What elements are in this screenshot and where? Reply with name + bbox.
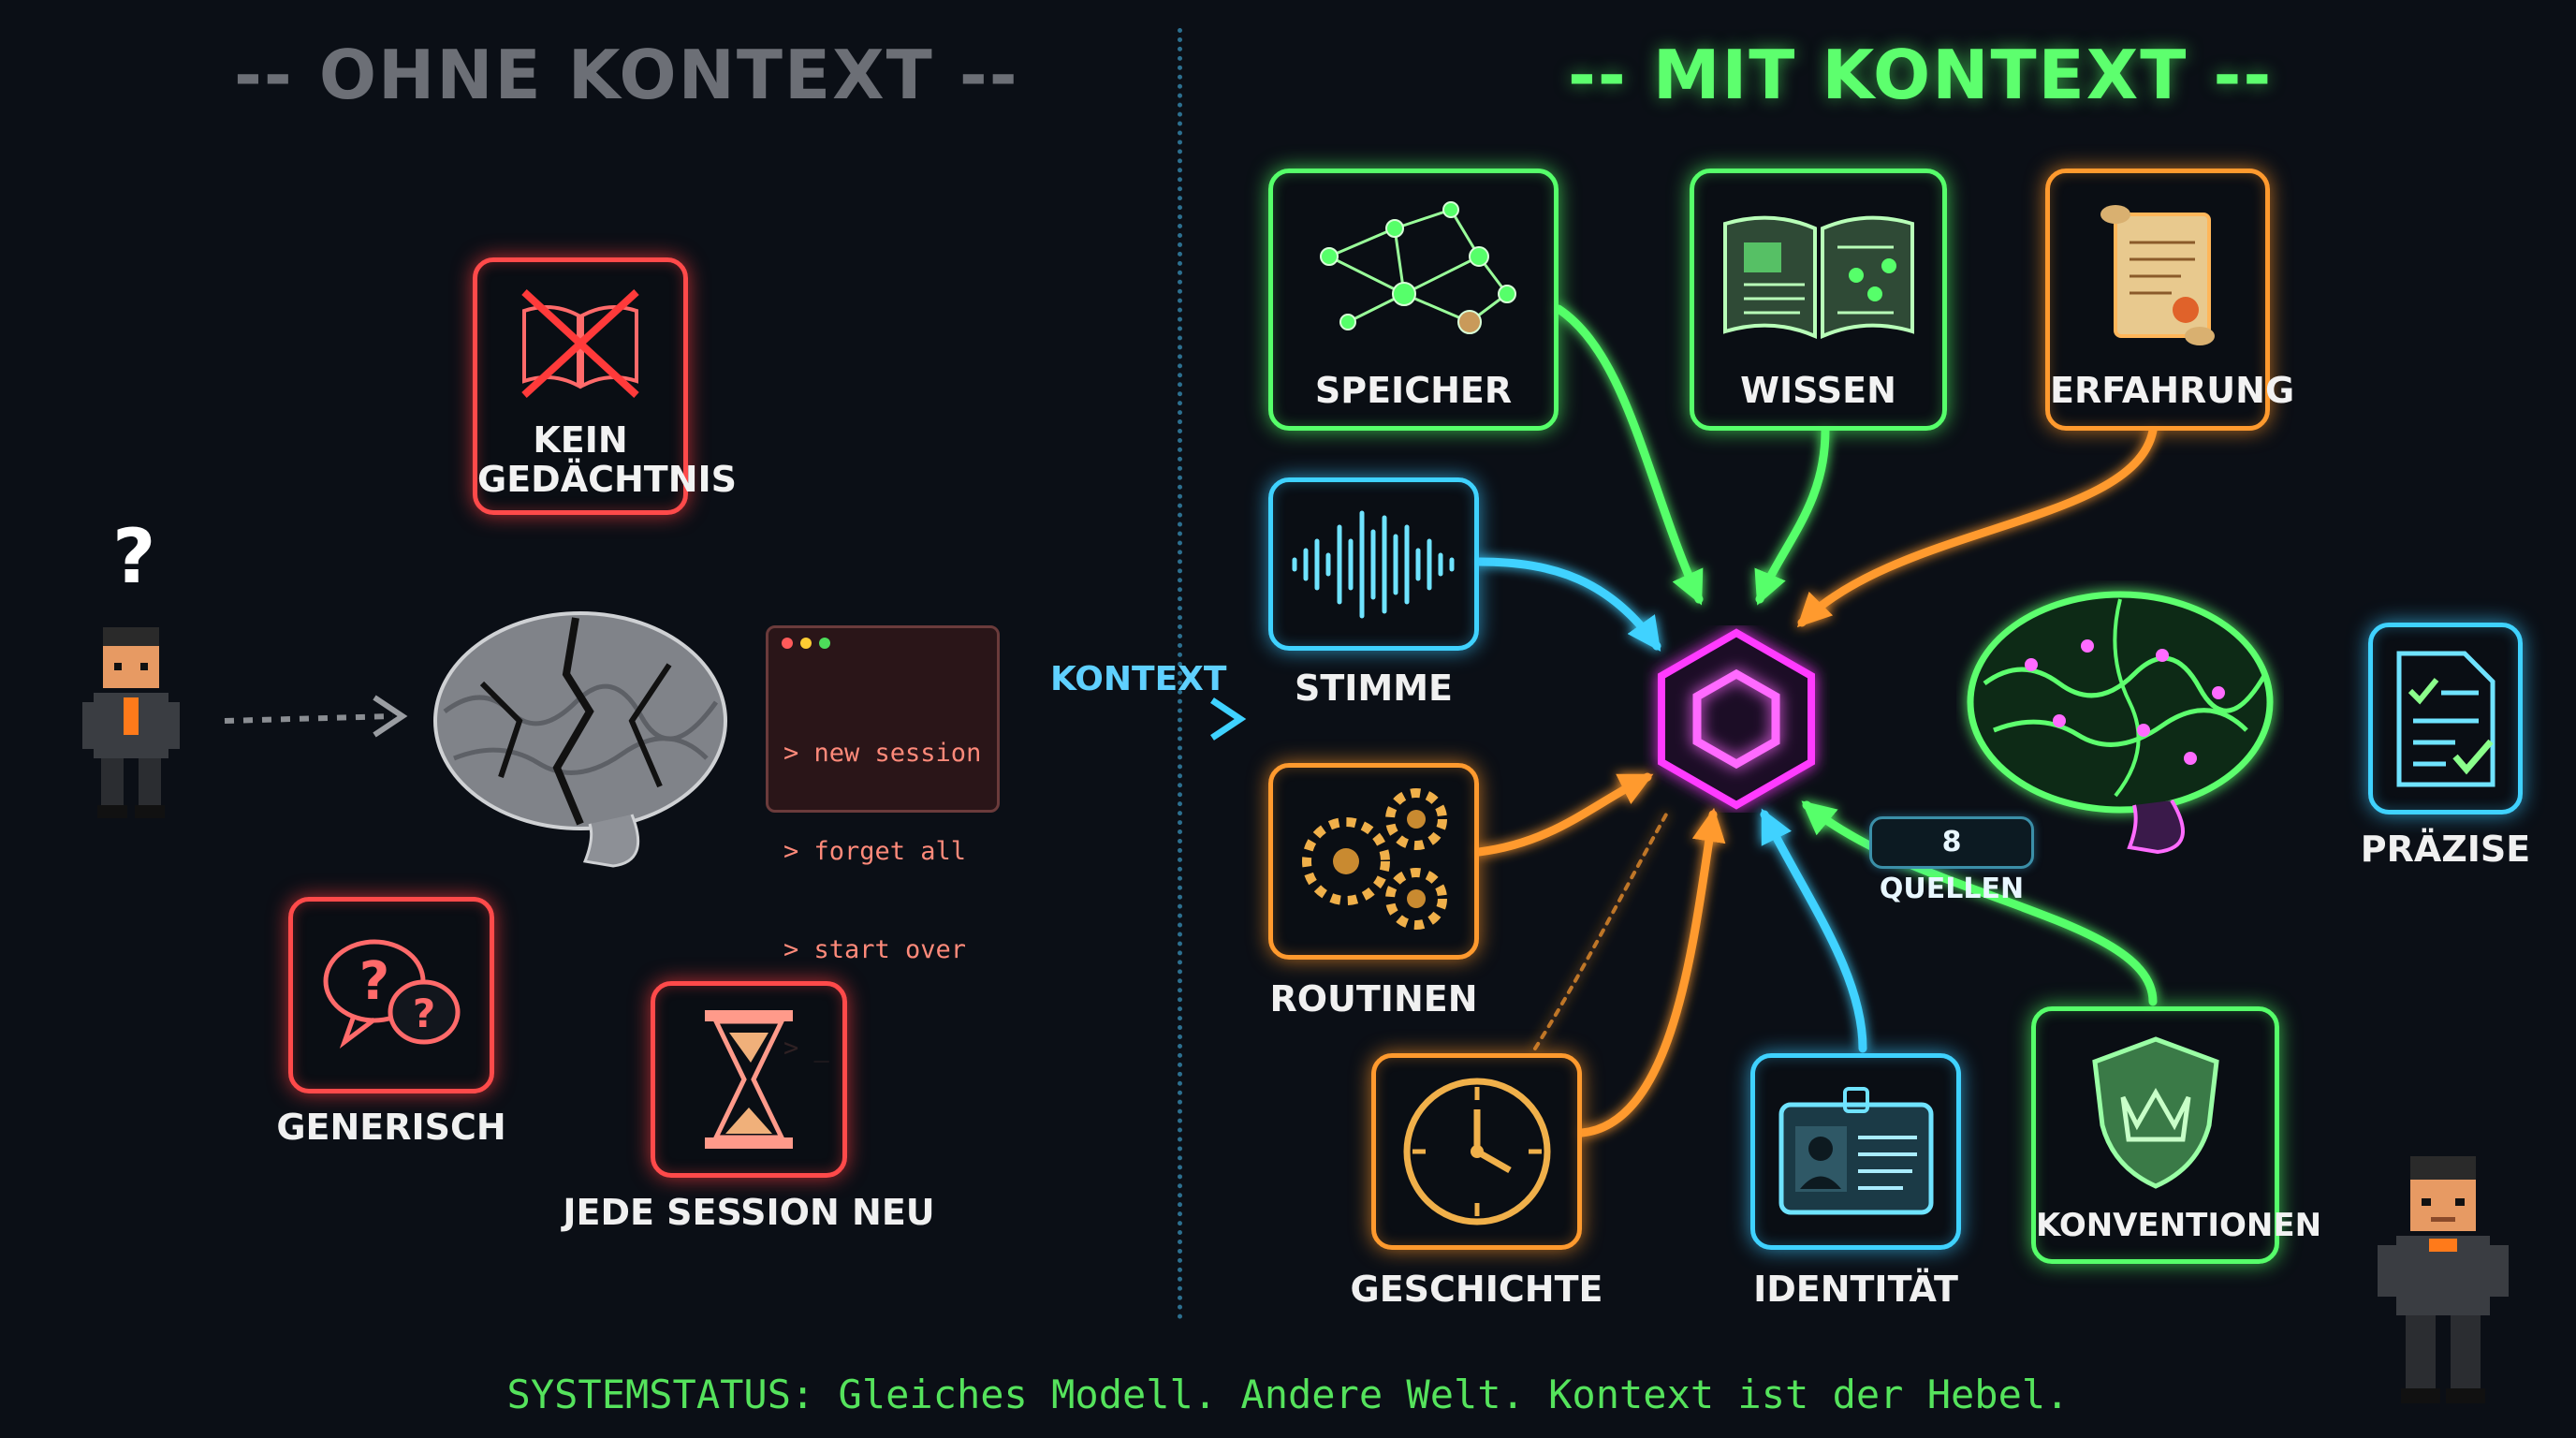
card-konventionen-label: KONVENTIONEN bbox=[2036, 1207, 2322, 1244]
crossed-book-icon bbox=[521, 288, 639, 398]
title-ohne-kontext: -- OHNE KONTEXT -- bbox=[234, 36, 1019, 114]
title-mit-kontext: -- MIT KONTEXT -- bbox=[1568, 36, 2274, 114]
jede-session-neu-label: JEDE SESSION NEU bbox=[563, 1192, 935, 1233]
glowing-brain-icon bbox=[1967, 591, 2274, 855]
card-stimme bbox=[1268, 477, 1479, 651]
card-geschichte bbox=[1371, 1053, 1582, 1250]
card-routinen bbox=[1268, 763, 1479, 960]
pixel-person-icon bbox=[82, 627, 180, 818]
svg-text:?: ? bbox=[359, 951, 389, 1012]
shield-crown-icon bbox=[2091, 1035, 2219, 1189]
card-generisch: ? ? bbox=[288, 897, 494, 1093]
terminal-min-dot bbox=[800, 638, 812, 649]
terminal-line: > forget all bbox=[783, 837, 967, 866]
hourglass-icon bbox=[705, 1010, 793, 1149]
person-to-brain-arrow bbox=[224, 713, 394, 724]
terminal-close-dot bbox=[782, 638, 793, 649]
card-erfahrung: ERFAHRUNG bbox=[2045, 169, 2295, 431]
section-divider bbox=[1178, 28, 1182, 1320]
card-kein-gedaechtnis-label: KEIN GEDÄCHTNIS bbox=[477, 419, 738, 500]
generisch-label: GENERISCH bbox=[276, 1107, 506, 1148]
open-book-icon bbox=[1722, 215, 1914, 340]
card-wissen: WISSEN bbox=[1690, 169, 1947, 431]
routinen-label: ROUTINEN bbox=[1269, 978, 1478, 1020]
stimme-label: STIMME bbox=[1294, 668, 1453, 709]
speech-bubbles-icon: ? ? bbox=[323, 939, 461, 1049]
identitaet-label: IDENTITÄT bbox=[1753, 1269, 1958, 1310]
checklist-document-icon bbox=[2396, 651, 2495, 786]
id-card-icon bbox=[1778, 1087, 1933, 1215]
pixel-person-icon bbox=[2378, 1156, 2509, 1403]
scroll-certificate-icon bbox=[2100, 205, 2215, 345]
card-praezise bbox=[2368, 623, 2523, 814]
card-speicher: SPEICHER bbox=[1268, 169, 1559, 431]
card-konventionen: KONVENTIONEN bbox=[2031, 1006, 2322, 1264]
kontext-arrow-label: KONTEXT bbox=[1050, 660, 1227, 698]
card-jede-session-neu bbox=[651, 981, 847, 1178]
network-graph-icon bbox=[1320, 201, 1516, 334]
card-speicher-label: SPEICHER bbox=[1314, 370, 1513, 411]
soundwave-icon bbox=[1292, 510, 1454, 618]
system-status-line: SYSTEMSTATUS: Gleiches Modell. Andere We… bbox=[506, 1372, 2070, 1417]
question-mark: ? bbox=[112, 513, 156, 600]
hexagon-core-icon bbox=[1658, 628, 1815, 810]
card-erfahrung-label: ERFAHRUNG bbox=[2050, 370, 2295, 411]
praezise-label: PRÄZISE bbox=[2360, 829, 2531, 870]
geschichte-label: GESCHICHTE bbox=[1350, 1269, 1603, 1310]
cracked-brain-icon bbox=[433, 611, 727, 868]
terminal-line: > start over bbox=[783, 935, 967, 964]
gears-icon bbox=[1301, 788, 1447, 930]
card-kein-gedaechtnis: KEIN GEDÄCHTNIS bbox=[473, 257, 738, 515]
terminal-line: > new session bbox=[783, 739, 982, 768]
quellen-badge: 8 QUELLEN bbox=[1869, 816, 2034, 905]
card-identitaet bbox=[1750, 1053, 1961, 1250]
card-wissen-label: WISSEN bbox=[1740, 370, 1896, 411]
terminal-max-dot bbox=[819, 638, 830, 649]
svg-text:?: ? bbox=[413, 990, 435, 1036]
terminal-window: > new session > forget all > start over … bbox=[766, 625, 1000, 1063]
clock-icon bbox=[1403, 1078, 1550, 1225]
